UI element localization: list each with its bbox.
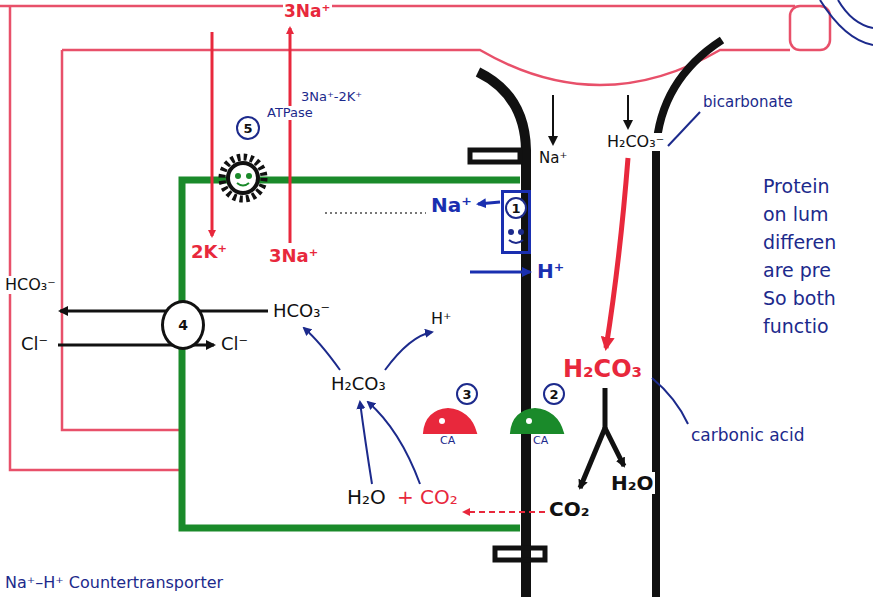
enzyme-eye [439,418,445,424]
label-text: HCO₃⁻ [272,301,331,321]
label-text: are pre [762,260,832,281]
transporter-box: 1 [501,190,531,254]
transporter-face [508,229,524,243]
enzyme-label: CA [440,435,455,447]
arrows [58,28,700,512]
enzyme-dome [511,409,563,433]
tubule-wall [470,40,722,597]
label-text: bicarbonate [702,94,794,111]
callout-number: 3 [456,383,478,405]
label-text: Cl⁻ [220,334,249,354]
enzyme-dome [424,409,476,433]
cell-membrane [182,180,520,528]
label-text: HCO₃⁻ [4,276,57,294]
callout-number: 4 [178,317,188,333]
label-text: Protein [762,176,831,197]
enzyme-shape: 2CA [505,383,569,449]
label-text: H₂O [610,472,655,494]
decor-arc [820,0,873,45]
callout-number: 2 [543,383,565,405]
label-text: H⁺ [536,260,565,282]
label-text: 2K⁺ [190,242,228,262]
label-text: 3Na⁺ [283,2,332,21]
capillary-outline [0,6,830,470]
label-text: H⁺ [430,310,452,328]
enzyme-shape: 3CA [418,383,482,449]
atpase-pump [222,157,264,199]
label-text: functio [762,316,830,337]
label-text: 3Na⁺-2K⁺ [300,90,363,104]
label-text: H₂CO₃ [562,356,643,382]
label-text: H₂O [346,486,387,508]
label-text: 3Na⁺ [268,246,319,266]
label-text: H₂CO₃⁻ [606,133,665,151]
enzyme-label: CA [533,435,548,447]
callout-number: 5 [243,121,252,136]
label-text: CO₂ [548,498,590,520]
transporter-circle: 4 [161,300,205,350]
label-text: carbonic acid [690,426,805,445]
enzyme-eye [526,418,532,424]
label-text: on lum [762,204,830,225]
label-text: Na⁺–H⁺ Countertransporter [4,574,224,592]
label-text: differen [762,232,837,253]
label-text: Na⁺ [430,194,473,216]
callout-number: 1 [505,197,527,219]
callout-circle: 5 [236,116,260,140]
label-text: H₂CO₃ [330,374,387,394]
label-text: Cl⁻ [20,334,49,354]
label-text: So both [762,288,837,309]
label-text: + CO₂ [396,486,459,508]
label-text: Na⁺ [538,150,568,167]
label-text: ATPase [266,106,314,120]
